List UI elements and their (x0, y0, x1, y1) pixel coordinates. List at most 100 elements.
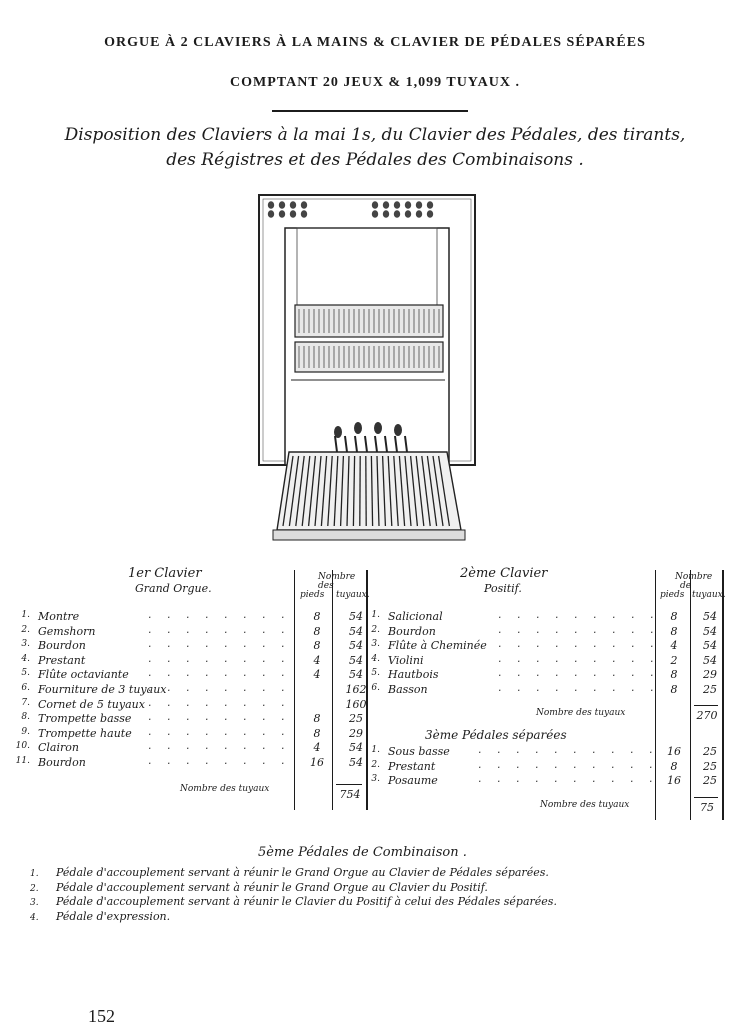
stop-name: Salicional (388, 610, 443, 623)
leader-dots: . . . . . . . . . . . . . . . . . . . . … (148, 622, 298, 636)
stop-name: Bourdon (388, 624, 436, 638)
pedal-key (421, 455, 431, 527)
stop-number: 4. (371, 653, 380, 664)
right-col-rule-1 (655, 570, 656, 820)
right-col-rule-3 (722, 570, 724, 820)
stop-tuyaux: 54 (349, 653, 363, 667)
leader-dots: . . . . . . . . . . . . . . . . . . . . … (148, 637, 298, 651)
stop-tuyaux: 54 (703, 610, 717, 623)
stop-tuyaux: 54 (703, 639, 717, 653)
stop-name: Gemshorn (38, 624, 96, 638)
stop-name: Sous basse (388, 745, 450, 758)
stop-number: 1. (371, 610, 380, 620)
left-col-rule-2 (332, 570, 333, 810)
pedal-key (381, 455, 387, 527)
stop-row: 7.Cornet de 5 tuyaux. . . . . . . . . . … (8, 695, 368, 712)
stop-tuyaux: 54 (349, 624, 363, 638)
stop-name: Flûte octaviante (38, 668, 129, 682)
clavier-2-total-rule (694, 705, 718, 706)
stop-name: Prestant (388, 759, 436, 773)
clavier-1-total-rule (336, 784, 362, 785)
stop-name: Prestant (38, 653, 86, 667)
stop-row: 11.Bourdon. . . . . . . . . . . . . . . … (8, 754, 368, 770)
combination-number: 2. (30, 883, 39, 894)
pedal-key (339, 455, 345, 527)
pedal-key (352, 455, 356, 527)
right-col-rule-2 (690, 570, 691, 820)
pedal-key (288, 455, 300, 527)
stop-row: 3. Bourdon . . . . . . . . . . . . . . . .… (8, 637, 368, 653)
leader-dots: . . . . . . . . . . . . . . . . . . . . … (148, 695, 298, 709)
stop-row: 5.Flûte octaviante. . . . . . . . . . . … (8, 666, 368, 682)
pedal-key (346, 455, 350, 527)
stop-pieds: 8 (313, 624, 321, 638)
pedal-rod (334, 435, 338, 453)
stop-row: 1.Salicional. . . . . . . . . . . . . . … (358, 608, 728, 624)
stop-knob (415, 210, 423, 218)
stop-row: 4.Prestant. . . . . . . . . . . . . . . … (8, 652, 368, 668)
stop-row: 2.Prestant. . . . . . . . . . . . . . . … (358, 757, 728, 774)
clavier-1-total: 754 (339, 788, 361, 801)
stop-knob (404, 210, 412, 218)
leader-dots: . . . . . . . . . . . . . . . . . . . . … (478, 757, 658, 771)
stop-name: Clairon (38, 741, 79, 755)
stop-number: 4. (21, 653, 30, 664)
stop-name: Posaume (388, 774, 438, 788)
stop-name: Trompette basse (38, 712, 132, 726)
stop-knob (267, 210, 275, 218)
pedal-key (307, 455, 317, 527)
combinaisons-title: 5ème Pédales de Combinaison . (258, 845, 467, 860)
combination-number: 3. (30, 898, 39, 908)
left-header-nombre: Nombre (318, 572, 356, 582)
stop-tuyaux: 54 (349, 741, 363, 755)
stop-tuyaux: 54 (349, 610, 363, 623)
pedal-key (327, 455, 333, 527)
stop-row: 4.Violini. . . . . . . . . . . . . . . .… (358, 651, 728, 668)
stop-pieds: 8 (670, 759, 678, 773)
stop-name: Fourniture de 3 tuyaux (38, 683, 167, 696)
stop-knob (382, 210, 390, 218)
header-line-1: ORGUE À 2 CLAVIERS À LA MAINS & CLAVIER … (104, 35, 646, 50)
pedal-key (333, 455, 339, 527)
stop-name: Bourdon (38, 756, 86, 769)
stop-tuyaux: 25 (703, 759, 717, 773)
stop-tuyaux: 25 (703, 774, 717, 788)
stop-tuyaux: 29 (349, 726, 363, 740)
stop-knob (300, 201, 308, 209)
stop-knob (278, 210, 286, 218)
pedal-key (393, 455, 399, 527)
pedales-total-rule (694, 797, 718, 798)
stop-tuyaux: 54 (703, 653, 717, 667)
combination-item: 1.Pédale d'accouplement servant à réunir… (30, 866, 549, 879)
right-header-de: de (680, 581, 692, 591)
leader-dots: . . . . . . . . . . . . . . . . . . . . … (498, 651, 658, 665)
stop-knob (393, 201, 401, 209)
stop-number: 6. (21, 683, 30, 693)
left-header-pieds: pieds (300, 590, 325, 600)
stop-number: 5. (371, 668, 380, 679)
stop-pieds: 8 (670, 624, 678, 638)
stop-number: 2. (21, 624, 30, 635)
stop-pieds: 4 (313, 668, 321, 682)
leader-dots: . . . . . . . . . . . . . . . . . . . . … (148, 724, 298, 738)
stop-number: 11. (15, 756, 30, 766)
stop-row: 1.Montre. . . . . . . . . . . . . . . . … (8, 608, 368, 624)
organ-console-illustration (258, 194, 476, 541)
stop-row: 2. Gemshorn . . . . . . . . . . . . . . . … (8, 622, 368, 639)
stop-number: 8. (21, 712, 30, 723)
stop-pieds: 2 (670, 653, 678, 667)
left-col-rule-1 (294, 570, 295, 810)
stop-knobs (267, 201, 434, 218)
pedal-key (295, 455, 305, 527)
pedal-rod (344, 435, 348, 453)
pedal-key (432, 455, 444, 527)
clavier-1-total-label: Nombre des tuyaux (180, 784, 270, 794)
stop-number: 3. (21, 639, 30, 650)
leader-dots: . . . . . . . . . . . . . . . . . . . . … (498, 666, 658, 680)
leader-dots: . . . . . . . . . . . . . . . . . . . . … (148, 666, 298, 680)
stop-knob (300, 210, 308, 218)
stop-row: 3.Flûte à Cheminée. . . . . . . . . . . … (358, 637, 728, 653)
pedal-rod (394, 435, 398, 453)
left-col-rule-3 (366, 570, 368, 810)
stop-name: Bourdon (38, 639, 86, 653)
